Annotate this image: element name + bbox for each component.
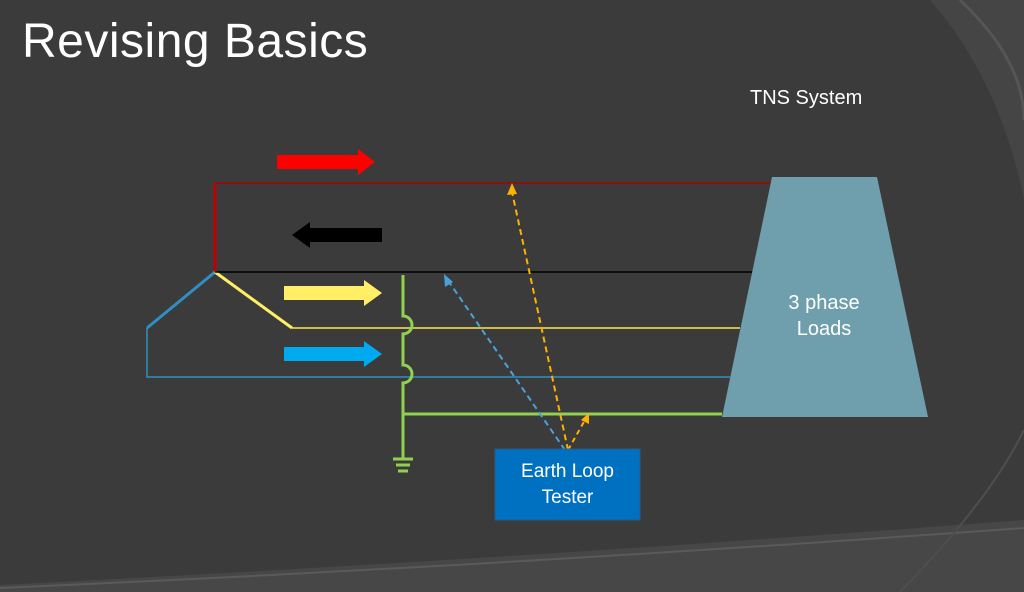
slide-title: Revising Basics — [22, 15, 369, 68]
earth-conductor — [401, 275, 722, 458]
blue-arrow-icon — [284, 341, 382, 367]
yellow-arrow-icon — [284, 280, 382, 306]
test-path-orange — [507, 183, 589, 451]
red-arrow-icon — [277, 149, 375, 175]
blue-line-conductor — [146, 328, 730, 378]
system-label: TNS System — [750, 87, 863, 109]
earth-loop-tester-box — [494, 448, 641, 521]
earth-ground-icon — [393, 457, 413, 473]
tester-label: Earth Loop Tester — [521, 460, 614, 508]
load-label: 3 phase Loads — [788, 292, 860, 340]
black-arrow-icon — [292, 222, 382, 248]
source-star — [146, 183, 293, 330]
test-path-blue — [444, 274, 566, 451]
three-phase-load — [722, 177, 928, 417]
